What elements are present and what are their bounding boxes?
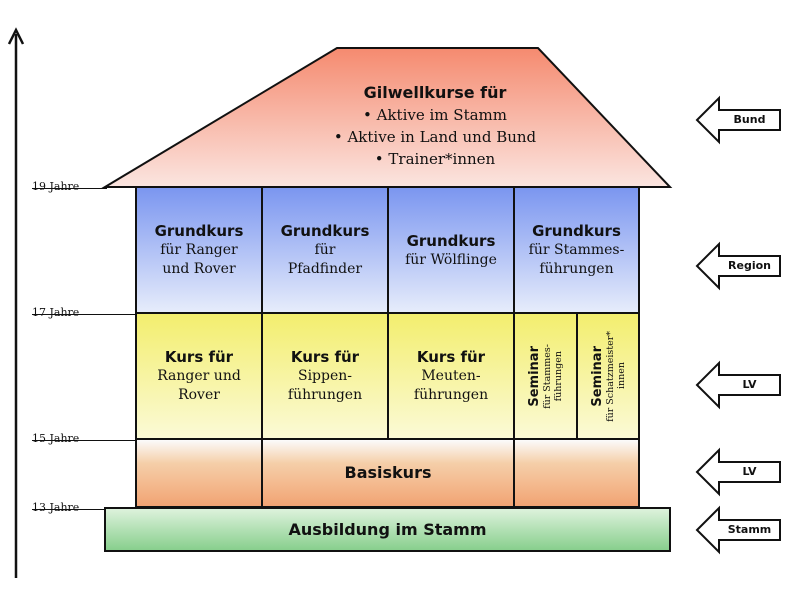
arrow-lv-lower-shape [695, 447, 781, 497]
cell-text: und Rover [162, 261, 236, 277]
foundation-label: Ausbildung im Stamm [288, 519, 487, 539]
age-label-19: 19 Jahre [32, 180, 80, 193]
cell-title: Grundkurs [154, 222, 244, 240]
roof-shape [101, 47, 673, 188]
cell-title: Grundkurs [406, 231, 496, 250]
cell-text: Sippen- [297, 368, 353, 384]
cell-title: Kurs für [164, 348, 234, 366]
basis-right-empty [513, 438, 640, 508]
roof-line-1: • Aktive im Stamm [363, 106, 507, 124]
cell-title: Grundkurs [280, 222, 370, 240]
age-tick-15 [32, 440, 136, 441]
cell-text: für Wölflinge [405, 251, 497, 268]
arrow-stamm-shape [695, 505, 781, 555]
roof-line-2: • Aktive in Land und Bund [333, 128, 537, 146]
cell-text: für Stammes- [528, 242, 625, 258]
kurs-ranger-rover: Kurs für Ranger und Rover [135, 312, 263, 440]
basiskurs-label: Basiskurs [344, 463, 432, 482]
arrow-label-bund: Bund [733, 113, 766, 126]
age-tick-17 [32, 314, 136, 315]
cell-text: Pfadfinder [287, 261, 363, 277]
arrow-label-region: Region [728, 259, 771, 272]
cell-title: Kurs für [290, 348, 360, 366]
seminar-stammesfuehrungen: Seminar für Stammes- führungen [513, 312, 578, 440]
seminar-schatzmeister: Seminar für Schatzmeister* innen [576, 312, 640, 440]
age-label-17: 17 Jahre [32, 306, 80, 319]
cell-text: Meuten- [421, 368, 481, 384]
roof-text: Gilwellkurse für • Aktive im Stamm • Akt… [200, 82, 670, 170]
arrow-label-lv-lower: LV [742, 465, 757, 478]
cell-title: Kurs für [416, 348, 486, 366]
arrow-label-stamm: Stamm [727, 523, 772, 536]
grundkurs-stammesfuehrungen: Grundkurs für Stammes- führungen [513, 186, 640, 314]
roof-line-3: • Trainer*innen [374, 150, 496, 168]
grundkurs-woelflinge: Grundkurs für Wölflinge [387, 186, 515, 314]
cell-text: für [314, 242, 336, 258]
age-axis-arrowhead [7, 27, 25, 45]
cell-text: für Ranger [160, 242, 238, 258]
arrow-lv-upper-shape [695, 360, 781, 410]
age-tick-19 [32, 188, 107, 189]
cell-title: Grundkurs [532, 222, 621, 240]
age-label-13: 13 Jahre [32, 501, 80, 514]
age-label-15: 15 Jahre [32, 432, 80, 445]
cell-text: führungen [539, 261, 614, 277]
arrow-label-lv-upper: LV [742, 378, 757, 391]
grundkurs-pfadfinder: Grundkurs für Pfadfinder [261, 186, 389, 314]
basiskurs: Basiskurs [261, 438, 515, 508]
age-tick-13 [32, 509, 105, 510]
arrow-bund-shape [695, 95, 781, 145]
cell-text: führungen [413, 387, 489, 403]
roof-title: Gilwellkurse für [363, 83, 507, 102]
kurs-sippenfuehrungen: Kurs für Sippen- führungen [261, 312, 389, 440]
cell-text: führungen [287, 387, 363, 403]
cell-text: Rover [178, 387, 220, 403]
arrow-region-shape [695, 241, 781, 291]
ausbildung-im-stamm: Ausbildung im Stamm [104, 507, 671, 552]
cell-text: Ranger und [157, 368, 241, 384]
